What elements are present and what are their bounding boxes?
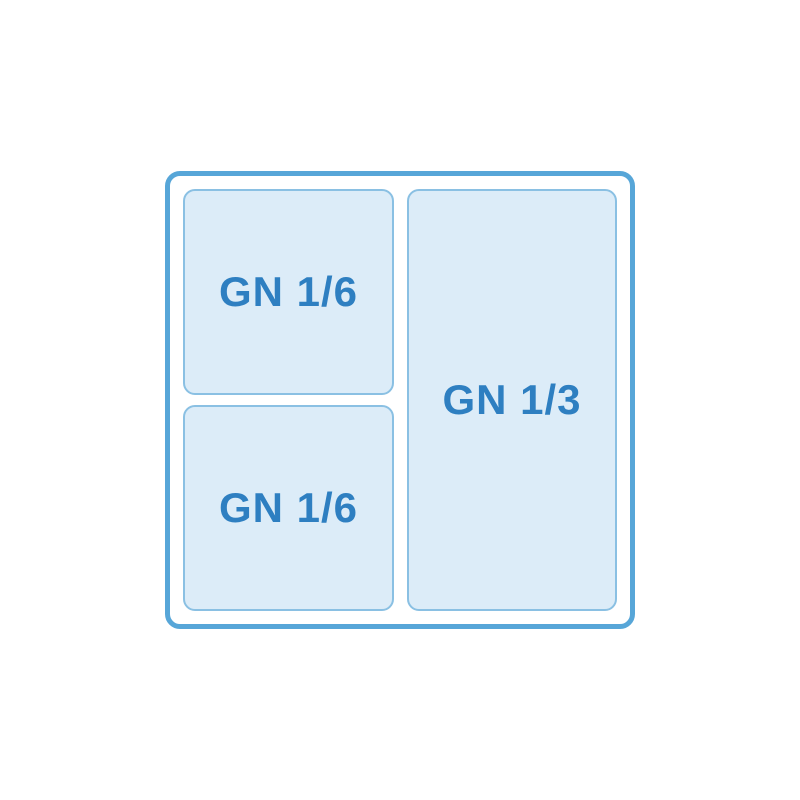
slot-label-gn-1-6-bottom: GN 1/6 [218,484,359,531]
gn-slot-1-3: GN 1/3 [407,189,617,611]
gn-tray-frame: GN 1/6 GN 1/6 GN 1/3 [165,171,635,629]
tray-left-column: GN 1/6 GN 1/6 [183,189,394,611]
slot-label-gn-1-3: GN 1/3 [442,376,582,423]
slot-label-gn-1-6-top: GN 1/6 [218,268,359,315]
gn-slot-1-6-bottom: GN 1/6 [183,405,394,611]
tray-right-column: GN 1/3 [407,189,617,611]
gn-slot-1-6-top: GN 1/6 [183,189,394,395]
